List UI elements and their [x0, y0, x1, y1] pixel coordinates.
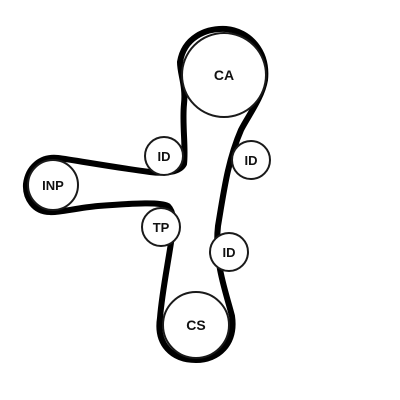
pulley-cs-label: CS: [186, 317, 205, 333]
pulley-cs: CS: [162, 291, 230, 359]
pulley-id-upper-left-label: ID: [158, 149, 171, 164]
pulley-ca: CA: [181, 32, 267, 118]
pulley-tp: TP: [141, 207, 181, 247]
pulley-id-upper-left: ID: [144, 136, 184, 176]
pulley-id-lower-right-label: ID: [223, 245, 236, 260]
pulley-inp-label: INP: [42, 178, 64, 193]
pulley-id-upper-right: ID: [231, 140, 271, 180]
pulley-id-upper-right-label: ID: [245, 153, 258, 168]
pulley-id-lower-right: ID: [209, 232, 249, 272]
pulley-ca-label: CA: [214, 67, 234, 83]
pulley-inp: INP: [27, 159, 79, 211]
pulley-tp-label: TP: [153, 220, 170, 235]
